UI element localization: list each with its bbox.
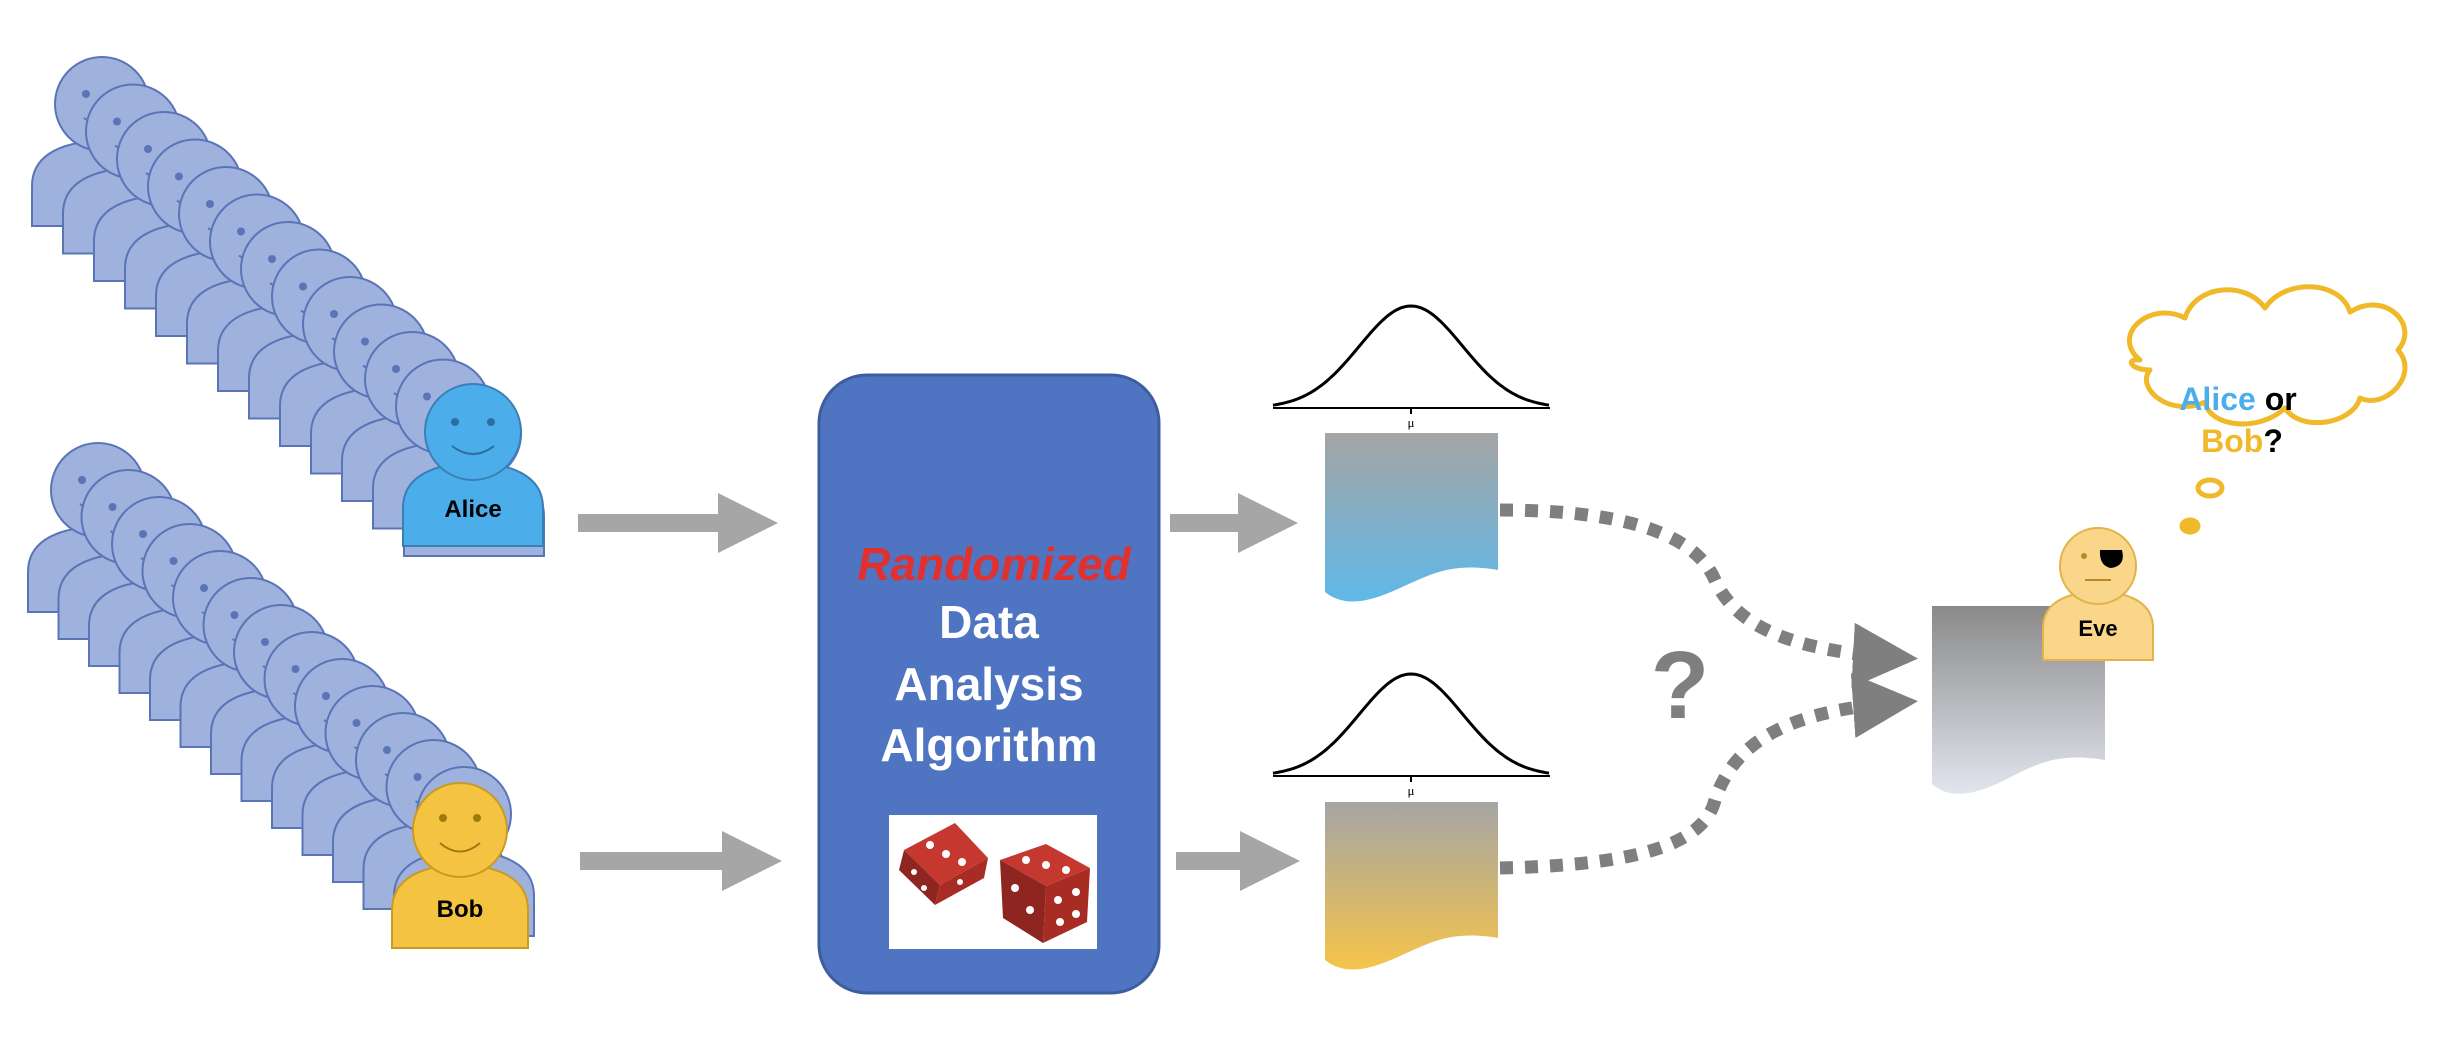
alice-label: Alice	[444, 496, 501, 523]
top-distribution: μ	[1272, 304, 1550, 430]
eve-label: Eve	[2078, 616, 2117, 641]
thought-line-2: Bob?	[2201, 423, 2283, 459]
thought-or: or	[2256, 381, 2297, 417]
algorithm-line-data: Data	[939, 596, 1039, 648]
bob-output-document	[1325, 802, 1498, 970]
bob-dotted-arrow	[1499, 673, 1918, 875]
thought-bubble: Alice or Bob?	[2126, 284, 2408, 535]
thought-alice: Alice	[2179, 381, 2255, 417]
bottom-mu-label: μ	[1408, 783, 1415, 798]
alice-output-document	[1325, 433, 1498, 602]
alice-input-arrow	[578, 493, 778, 553]
thought-q: ?	[2263, 423, 2283, 459]
randomized-label: Randomized	[857, 538, 1131, 590]
bottom-distribution: μ	[1272, 672, 1550, 798]
question-mark: ?	[1651, 632, 1710, 739]
algorithm-box: Randomized Data Analysis Algorithm	[817, 373, 1161, 995]
bob-input-arrow	[580, 831, 782, 891]
alice-output-arrow	[1170, 493, 1298, 553]
eve-person: Eve	[2042, 527, 2154, 661]
thought-bob: Bob	[2201, 423, 2263, 459]
dice-icon	[889, 815, 1097, 949]
bob-label: Bob	[437, 896, 484, 923]
bob-output-arrow	[1176, 831, 1300, 891]
thought-line-1: Alice or	[2179, 381, 2296, 417]
alice-person: Alice	[402, 383, 544, 547]
alice-dotted-arrow	[1499, 503, 1918, 688]
algorithm-line-algorithm: Algorithm	[880, 719, 1097, 771]
bob-person: Bob	[391, 782, 529, 949]
top-mu-label: μ	[1408, 415, 1415, 430]
algorithm-line-analysis: Analysis	[894, 658, 1083, 710]
